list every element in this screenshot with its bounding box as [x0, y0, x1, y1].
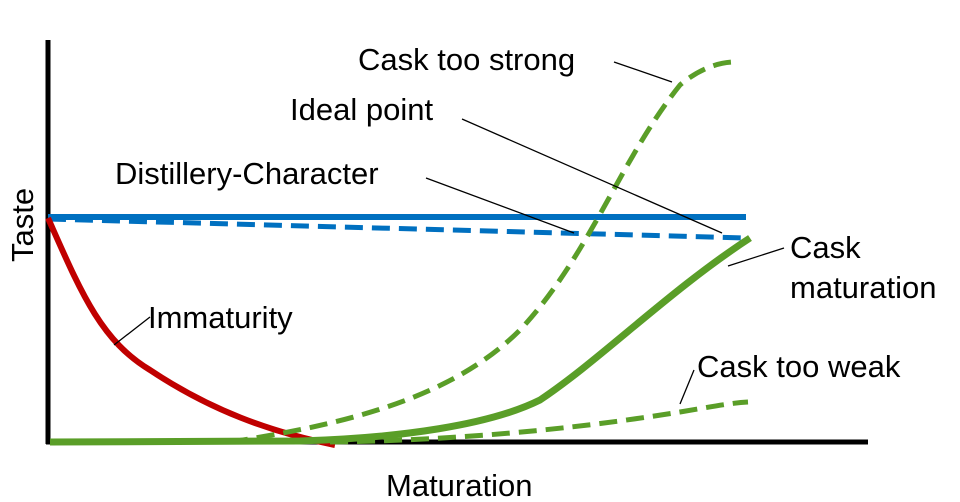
distillery-character-dashed-line [47, 216, 747, 241]
immaturity-label: Immaturity [148, 300, 293, 335]
cask-too-weak-curve [329, 399, 749, 445]
cask-too-strong-curve [229, 59, 736, 445]
y-axis-label: Taste [5, 188, 40, 262]
immaturity-pointer [113, 316, 151, 346]
immaturity-curve [45, 216, 336, 448]
cask-too-strong-label: Cask too strong [358, 42, 575, 77]
cask-maturation-curve [49, 235, 752, 446]
cask-too-weak-label: Cask too weak [697, 349, 901, 384]
cask-too-strong-pointer [613, 61, 673, 83]
cask-maturation-label-line2: maturation [790, 270, 936, 305]
distillery-character-label: Distillery-Character [115, 156, 379, 191]
x-axis-label: Maturation [386, 468, 532, 502]
distillery-character-pointer [425, 177, 575, 234]
cask-too-weak-pointer [679, 369, 695, 405]
cask-maturation-pointer [727, 247, 785, 267]
cask-maturation-label-line1: Cask [790, 230, 861, 265]
ideal-point-label: Ideal point [290, 92, 433, 127]
ideal-point-pointer [461, 118, 723, 234]
